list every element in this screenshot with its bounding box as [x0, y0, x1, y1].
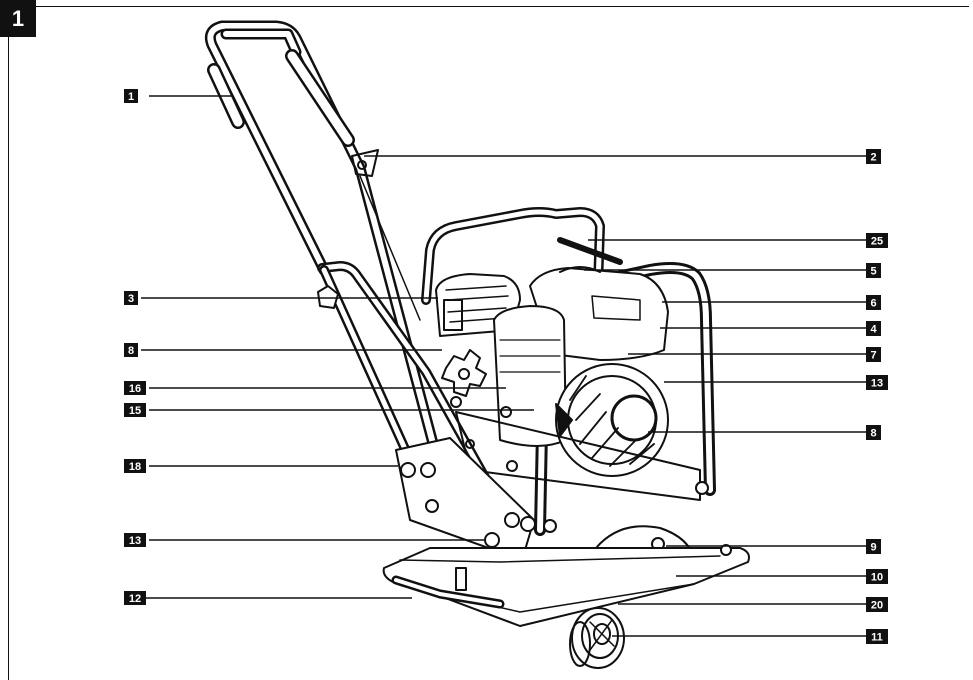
- callout-3: 3: [124, 291, 138, 305]
- callout-2: 2: [866, 149, 881, 164]
- svg-text:18: 18: [129, 461, 141, 473]
- figure-frame: [8, 6, 969, 680]
- callout-13-left: 13: [124, 533, 146, 547]
- transport-wheel: [569, 607, 625, 669]
- callout-4: 4: [866, 321, 881, 336]
- callout-25: 25: [866, 233, 888, 248]
- callout-1: 1: [124, 89, 138, 103]
- svg-text:8: 8: [128, 345, 134, 357]
- svg-text:16: 16: [129, 383, 141, 395]
- callout-8-left: 8: [124, 343, 138, 357]
- svg-text:13: 13: [871, 378, 883, 390]
- callout-16: 16: [124, 381, 146, 395]
- callout-8-right: 8: [866, 425, 881, 440]
- engine: [435, 266, 709, 501]
- svg-text:2: 2: [870, 152, 876, 164]
- callout-20: 20: [866, 597, 888, 612]
- svg-text:3: 3: [128, 293, 134, 305]
- callout-12: 12: [124, 591, 146, 605]
- callout-5: 5: [866, 263, 881, 278]
- base-plate: [382, 437, 750, 627]
- svg-text:10: 10: [871, 572, 883, 584]
- svg-text:15: 15: [129, 405, 141, 417]
- svg-text:6: 6: [870, 298, 876, 310]
- svg-text:4: 4: [870, 324, 877, 336]
- callout-badges: 1 2 25 5 3 6 4 8 7 16 13 15 8 18 13 9 10…: [124, 89, 888, 644]
- svg-text:12: 12: [129, 593, 141, 605]
- callout-13-right: 13: [866, 375, 888, 390]
- svg-text:5: 5: [870, 266, 876, 278]
- svg-text:11: 11: [871, 632, 883, 644]
- callout-18: 18: [124, 459, 146, 473]
- svg-text:20: 20: [871, 600, 883, 612]
- svg-text:13: 13: [129, 535, 141, 547]
- callout-15: 15: [124, 403, 146, 417]
- callouts: [141, 95, 866, 637]
- svg-text:1: 1: [128, 91, 134, 103]
- svg-text:9: 9: [870, 542, 876, 554]
- callout-9: 9: [866, 539, 881, 554]
- svg-text:25: 25: [871, 236, 883, 248]
- svg-text:8: 8: [870, 428, 876, 440]
- callout-7: 7: [866, 347, 881, 362]
- callout-10: 10: [866, 569, 888, 584]
- callout-6: 6: [866, 295, 881, 310]
- handle: [204, 20, 525, 545]
- svg-text:7: 7: [870, 350, 876, 362]
- callout-11: 11: [866, 629, 888, 644]
- figure-number-badge: 1: [0, 0, 36, 37]
